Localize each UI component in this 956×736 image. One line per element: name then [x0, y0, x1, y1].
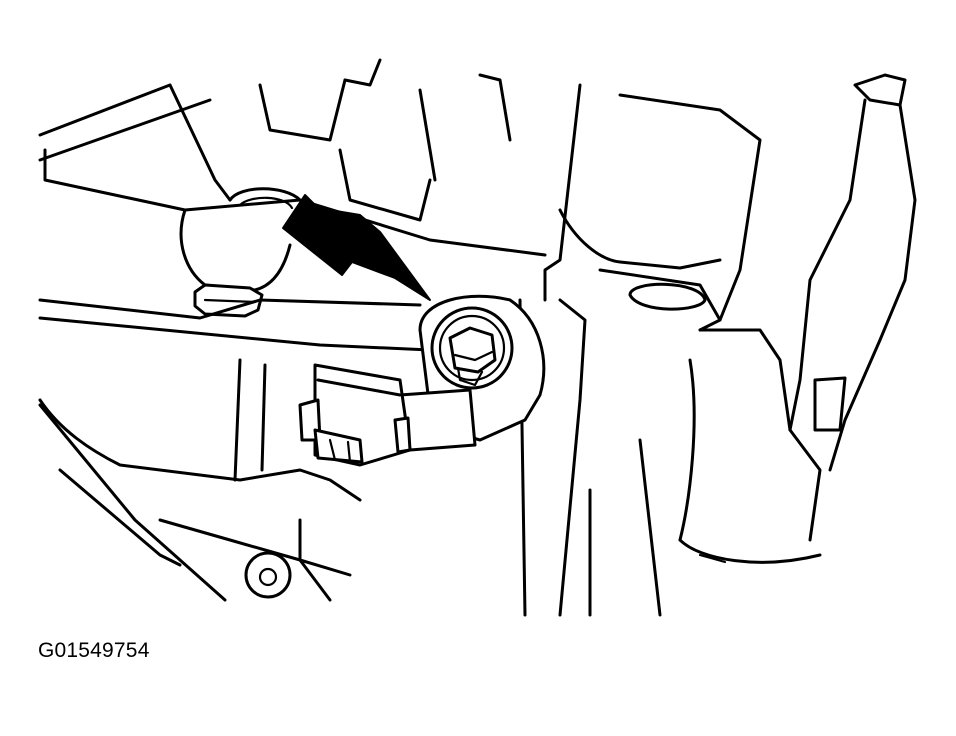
- boss-with-nut: [179, 208, 292, 318]
- far-right-housing: [678, 73, 917, 564]
- upper-casting: [38, 58, 547, 257]
- figure-id-label: G01549754: [38, 639, 150, 662]
- electrical-connector-icon: [298, 363, 477, 467]
- hex-bolt-icon: [448, 326, 497, 387]
- engine-block-illustration: [38, 58, 917, 617]
- lower-casting: [38, 403, 352, 602]
- right-column: [518, 83, 762, 617]
- arrow-icon: [282, 194, 431, 301]
- main-rail: [38, 298, 432, 502]
